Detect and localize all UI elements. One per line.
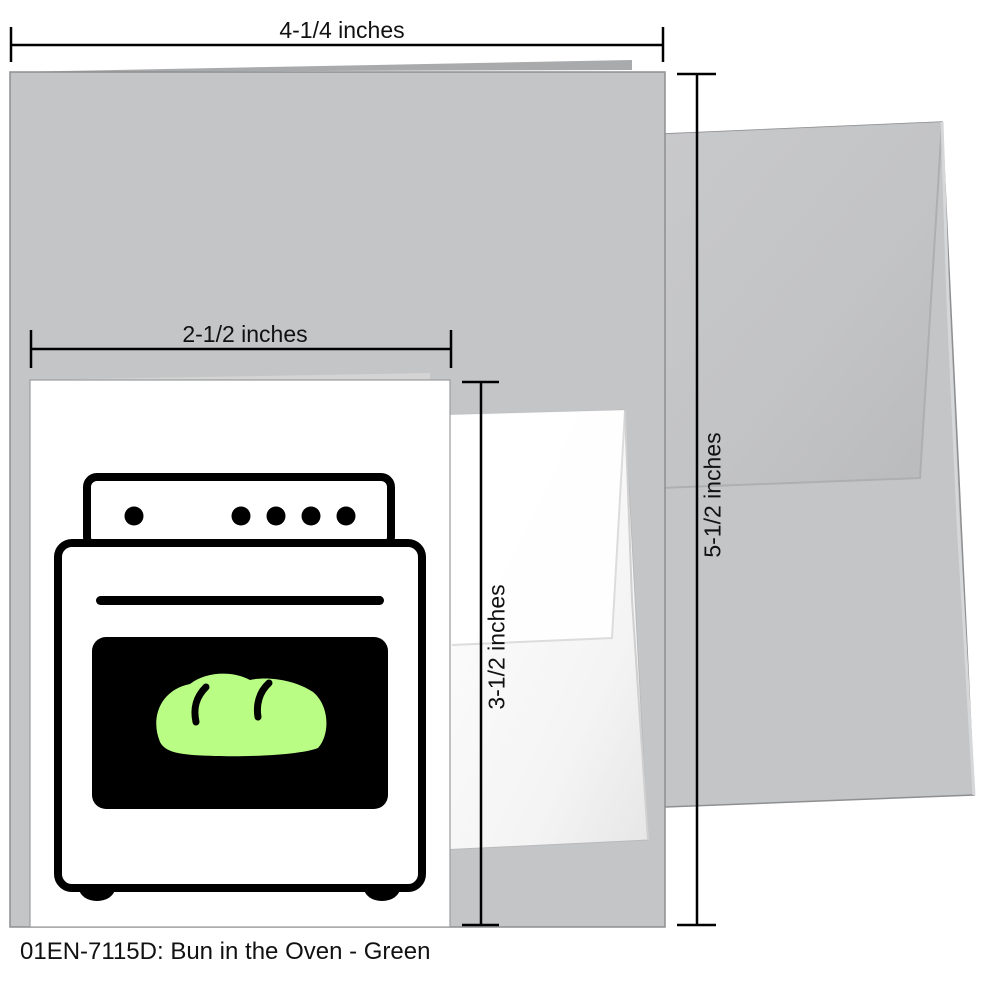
large-height-label: 5-1/2 inches — [699, 432, 726, 558]
dimension-lines — [9, 27, 716, 927]
product-name: Bun in the Oven - Green — [170, 938, 431, 965]
bread-icon — [156, 673, 327, 757]
product-caption: 01EN-7115D: Bun in the Oven - Green — [20, 940, 430, 964]
large-width-label: 4-1/4 inches — [279, 17, 405, 43]
small-width-label: 2-1/2 inches — [182, 321, 308, 347]
small-height-label: 3-1/2 inches — [483, 584, 510, 710]
product-code: 01EN-7115D: — [20, 938, 164, 965]
large-envelope — [639, 121, 976, 809]
small-envelope — [439, 409, 649, 851]
